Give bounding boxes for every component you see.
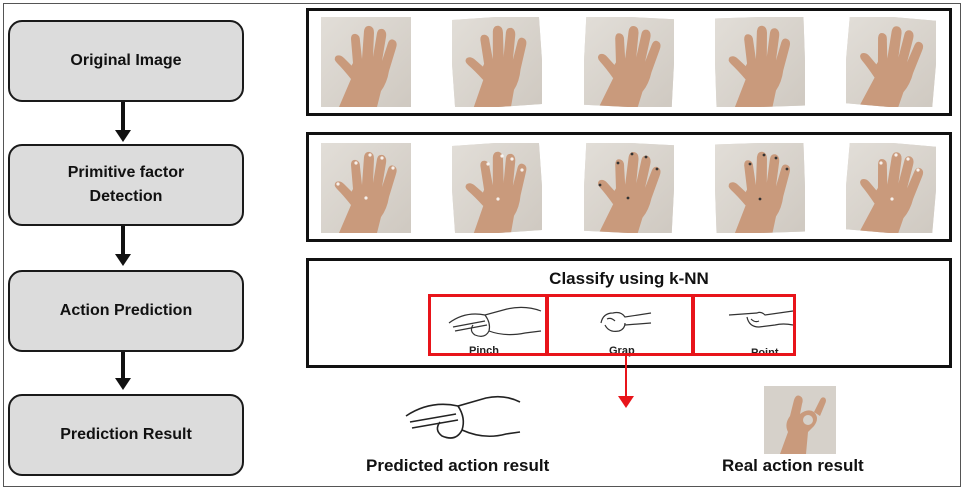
hand-photo-icon — [764, 386, 836, 454]
flow-arrow-1 — [121, 102, 125, 132]
classify-title: Classify using k-NN — [549, 269, 709, 288]
stage-prediction-result: Prediction Result — [8, 394, 244, 476]
grab-sketch-icon — [600, 311, 652, 332]
stage-original-image-label: Original Image — [70, 52, 182, 69]
flow-arrow-3 — [121, 352, 125, 380]
hand-landmarks-icon — [715, 143, 805, 233]
pinch-highlight-box — [428, 294, 548, 356]
detection-images-panel — [306, 132, 952, 242]
pinch-sketch-icon — [448, 306, 542, 337]
original-images-panel — [306, 8, 952, 116]
stage-prediction-result-label: Prediction Result — [60, 426, 192, 443]
hand-landmarks-icon — [846, 143, 936, 233]
stage-primitive-line1: Primitive factor — [67, 164, 185, 181]
stage-action-prediction: Action Prediction — [8, 270, 244, 352]
hand-photo-icon — [584, 17, 674, 107]
hand-photo-icon — [321, 17, 411, 107]
flow-arrow-3-head — [115, 378, 131, 390]
result-arrow — [625, 356, 627, 396]
figure-frame — [3, 3, 961, 487]
result-arrow-head — [618, 396, 634, 408]
hand-landmarks-icon — [321, 143, 411, 233]
stage-primitive-factor-detection: Primitive factor Detection — [8, 144, 244, 226]
point-sketch-icon — [728, 310, 794, 328]
hand-photo-icon — [452, 17, 542, 107]
hand-photo-icon — [846, 17, 936, 107]
stage-original-image: Original Image — [8, 20, 244, 102]
hand-landmarks-icon — [452, 143, 542, 233]
pinch-sketch-icon — [405, 395, 521, 439]
flow-arrow-2-head — [115, 254, 131, 266]
point-highlight-box — [692, 294, 796, 356]
real-action-label: Real action result — [722, 456, 864, 475]
stage-primitive-factor-label: Primitive factor Detection — [68, 161, 184, 209]
stage-action-prediction-label: Action Prediction — [59, 302, 193, 319]
flow-arrow-1-head — [115, 130, 131, 142]
grap-highlight-box — [546, 294, 694, 356]
hand-landmarks-icon — [584, 143, 674, 233]
predicted-action-label: Predicted action result — [366, 456, 550, 475]
stage-primitive-line2: Detection — [89, 188, 163, 205]
flow-arrow-2 — [121, 226, 125, 256]
hand-photo-icon — [715, 17, 805, 107]
